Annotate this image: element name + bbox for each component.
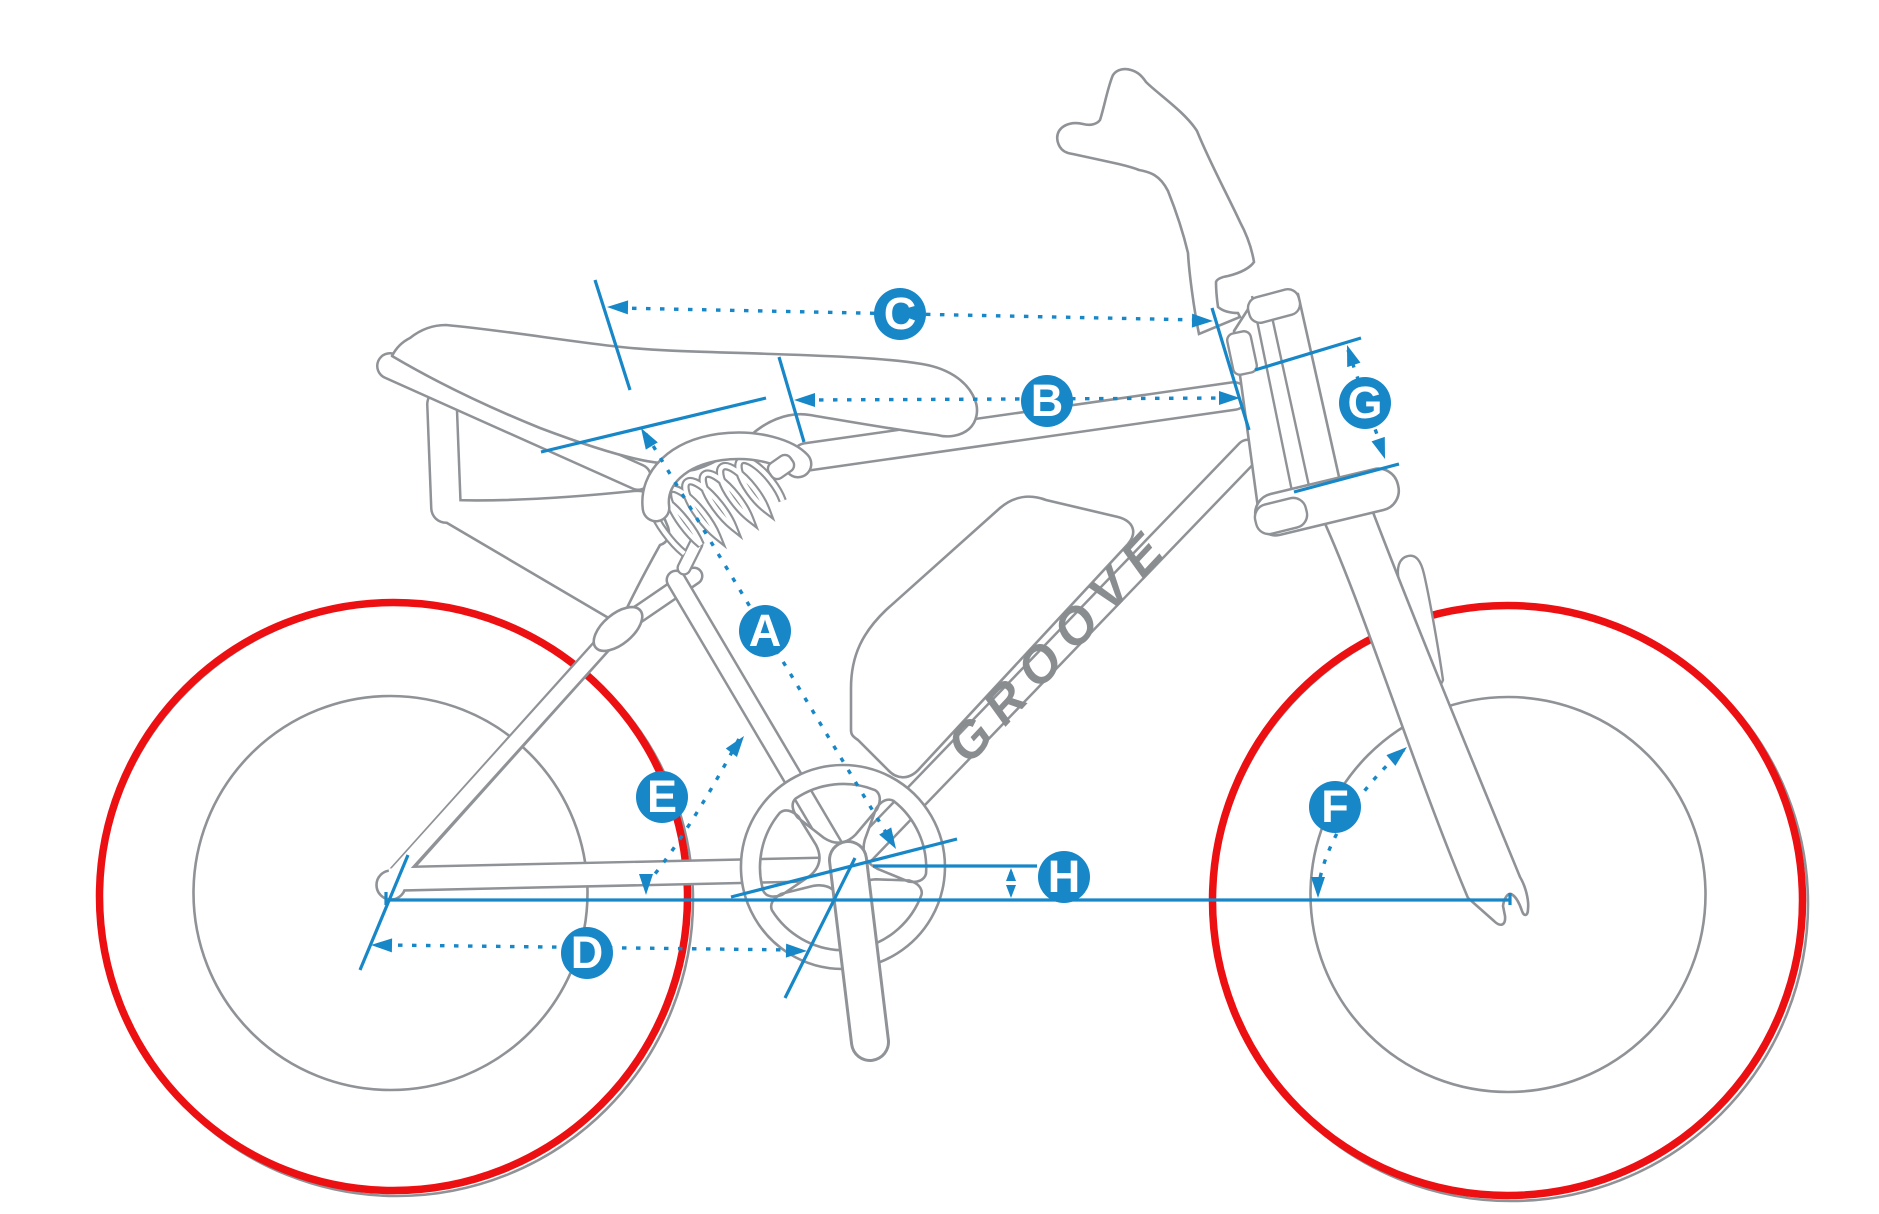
svg-text:G: G	[1347, 377, 1382, 428]
svg-text:A: A	[749, 605, 782, 656]
svg-text:H: H	[1048, 851, 1081, 902]
svg-text:E: E	[647, 771, 677, 822]
svg-text:B: B	[1031, 375, 1064, 426]
svg-text:D: D	[571, 927, 604, 978]
svg-text:C: C	[884, 288, 917, 339]
svg-text:F: F	[1321, 781, 1349, 832]
